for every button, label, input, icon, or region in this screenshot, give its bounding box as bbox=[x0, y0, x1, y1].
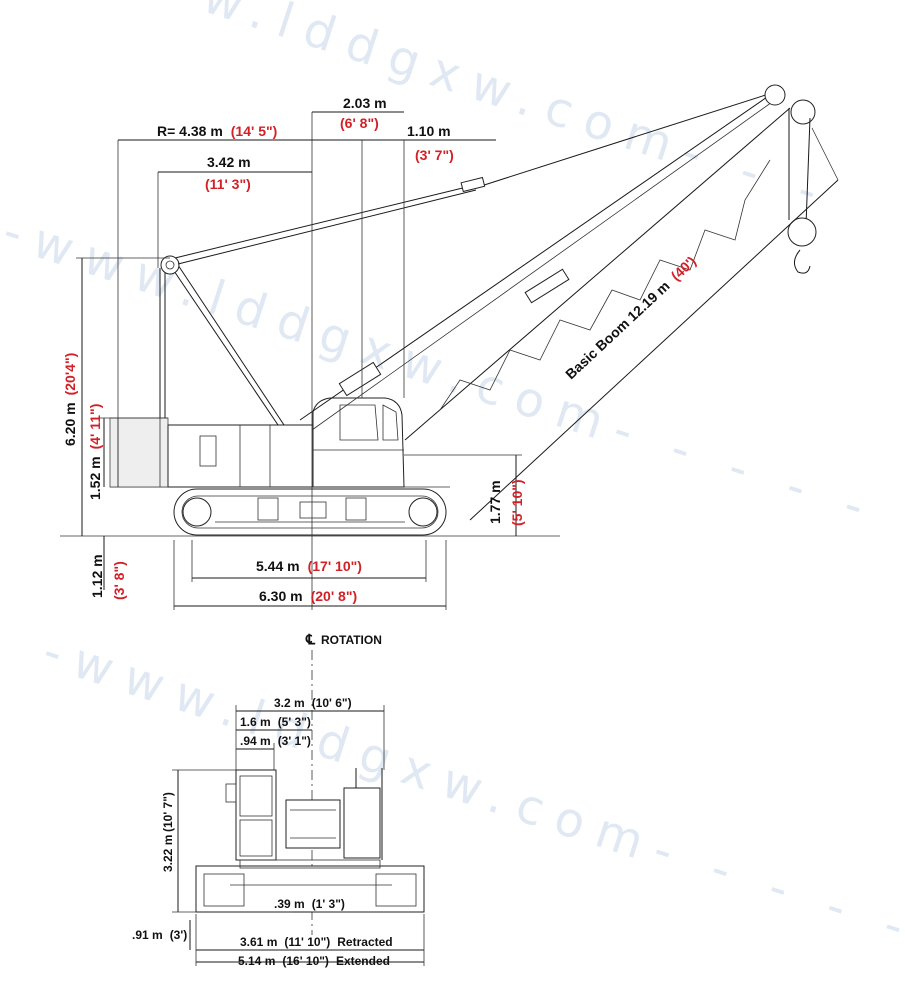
dim-203-metric: 2.03 m bbox=[343, 95, 387, 111]
dim-rear-16: 1.6 m (5' 3") bbox=[240, 713, 311, 730]
dim-track-630-metric: 6.30 m bbox=[259, 588, 303, 604]
dim-rear-514-imperial: (16' 10") bbox=[282, 954, 329, 968]
rotation-centerline-label: ℄ ROTATION bbox=[305, 631, 382, 648]
gantry-mast bbox=[159, 255, 285, 426]
dim-rear-16-imperial: (5' 3") bbox=[278, 715, 311, 729]
dim-110-metric: 1.10 m bbox=[407, 123, 451, 139]
dim-track-544: 5.44 m (17' 10") bbox=[256, 558, 362, 575]
dim-rear-094: .94 m (3' 1") bbox=[240, 732, 311, 749]
dim-rear-322-metric: 3.22 m bbox=[161, 835, 175, 872]
dim-height-177-metric: 1.77 m bbox=[487, 480, 503, 524]
dim-rear-039-metric: .39 m bbox=[274, 897, 305, 911]
pendant-upper bbox=[174, 184, 476, 259]
dim-rear-514: 5.14 m (16' 10") Extended bbox=[238, 952, 390, 969]
dim-342-metric: 3.42 m bbox=[207, 154, 251, 170]
dim-rear-091-imperial: (3') bbox=[170, 928, 188, 942]
rotation-label: ROTATION bbox=[321, 633, 382, 647]
dim-rear-32-imperial: (10' 6") bbox=[312, 696, 352, 710]
watermark-top: w.lddgxw.com- - - bbox=[196, 0, 838, 224]
dim-rear-361-imperial: (11' 10") bbox=[284, 935, 330, 949]
boom-head bbox=[764, 84, 817, 274]
dim-height-152-metric: 1.52 m bbox=[87, 456, 103, 500]
dim-rear-361: 3.61 m (11' 10") Retracted bbox=[240, 933, 393, 950]
dim-rear-514-metric: 5.14 m bbox=[238, 954, 275, 968]
dim-rear-322-imperial: (10' 7") bbox=[161, 792, 175, 832]
dim-rear-091-metric: .91 m bbox=[132, 928, 163, 942]
upper-works bbox=[167, 424, 314, 488]
dim-rear-361-note: Retracted bbox=[337, 935, 392, 949]
watermark-bottom: -www.lddgxw.com- - - - - bbox=[36, 623, 905, 959]
dim-track-544-metric: 5.44 m bbox=[256, 558, 300, 574]
dim-track-544-imperial: (17' 10") bbox=[308, 558, 362, 574]
dim-rear-32: 3.2 m (10' 6") bbox=[274, 694, 352, 711]
crawler-track bbox=[173, 488, 447, 536]
hook bbox=[794, 249, 811, 274]
dim-rear-32-metric: 3.2 m bbox=[274, 696, 305, 710]
rotation-centerline-symbol: ℄ bbox=[305, 631, 316, 647]
operator-cab bbox=[312, 397, 405, 488]
dim-height-177-imperial: (5' 10") bbox=[509, 479, 525, 526]
dim-rear-039-imperial: (1' 3") bbox=[312, 897, 345, 911]
dim-rear-094-imperial: (3' 1") bbox=[278, 734, 311, 748]
dim-110-imperial: (3' 7") bbox=[415, 147, 454, 163]
dim-radius-metric: R= 4.38 m bbox=[157, 123, 223, 139]
counterweight bbox=[109, 417, 169, 488]
dim-rear-16-metric: 1.6 m bbox=[240, 715, 271, 729]
rear-view: ℄ ROTATION bbox=[132, 631, 425, 969]
dim-radius-imperial: (14' 5") bbox=[231, 123, 278, 139]
dim-height-152: 1.52 m (4' 11") bbox=[87, 404, 104, 500]
dim-radius: R= 4.38 m (14' 5") bbox=[157, 123, 277, 140]
dim-203-imperial: (6' 8") bbox=[340, 115, 379, 131]
dim-203: 2.03 m bbox=[343, 95, 387, 111]
dim-height-152-imperial: (4' 11") bbox=[87, 404, 103, 450]
dim-rear-514-note: Extended bbox=[336, 954, 390, 968]
dim-rear-091: .91 m (3') bbox=[132, 926, 187, 943]
boom-length-label: Basic Boom 12.19 m (40') bbox=[562, 253, 700, 383]
watermark-middle: -www.lddgxw.com- - - - - bbox=[0, 203, 884, 539]
dim-height-112-metric: 1.12 m bbox=[89, 554, 105, 598]
lattice-boom bbox=[299, 94, 791, 441]
dim-height-620-metric: 6.20 m bbox=[62, 402, 78, 446]
dim-rear-039: .39 m (1' 3") bbox=[274, 895, 345, 912]
dim-rear-361-metric: 3.61 m bbox=[240, 935, 277, 949]
dim-track-630-imperial: (20' 8") bbox=[311, 588, 358, 604]
dim-height-112-imperial: (3' 8") bbox=[111, 561, 127, 600]
dim-rear-094-metric: .94 m bbox=[240, 734, 271, 748]
boom-pendant bbox=[477, 91, 776, 188]
rear-machine bbox=[195, 768, 425, 913]
dim-track-630: 6.30 m (20' 8") bbox=[259, 588, 357, 605]
boom-length-metric: Basic Boom 12.19 m bbox=[562, 278, 673, 383]
hook-block bbox=[787, 217, 817, 247]
dim-height-620-imperial: (20'4") bbox=[62, 353, 78, 396]
dim-342-imperial: (11' 3") bbox=[205, 176, 251, 192]
dim-height-620: 6.20 m (20'4") bbox=[62, 353, 79, 446]
